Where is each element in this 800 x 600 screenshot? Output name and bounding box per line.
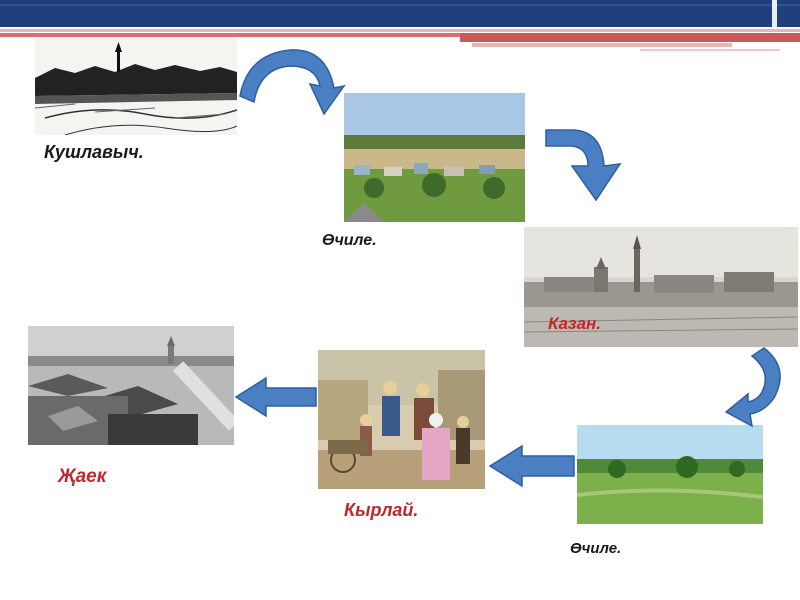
ochile-label-2: Өчиле.: [570, 540, 622, 557]
kyrlai-label: Кырлай.: [344, 500, 419, 520]
curved-arrow-icon: [544, 128, 624, 202]
kazan-label: Казан.: [548, 314, 602, 333]
zhaek-label: Җаек: [58, 466, 107, 487]
ochile-landscape-image: [577, 425, 763, 524]
left-arrow-icon: [234, 376, 318, 418]
kazan-image: [524, 227, 798, 347]
kushlavych-image: [35, 38, 237, 135]
left-arrow-icon: [488, 444, 576, 488]
kyrlai-image: [318, 350, 485, 489]
curved-arrow-icon: [238, 44, 354, 116]
zhaek-image: [28, 326, 234, 445]
header-banner: [0, 0, 800, 52]
ochile-village-image: [344, 93, 525, 222]
curved-arrow-icon: [724, 346, 786, 434]
kushlavych-label: Кушлавыч.: [44, 142, 144, 162]
ochile-label: Өчиле.: [322, 232, 377, 249]
